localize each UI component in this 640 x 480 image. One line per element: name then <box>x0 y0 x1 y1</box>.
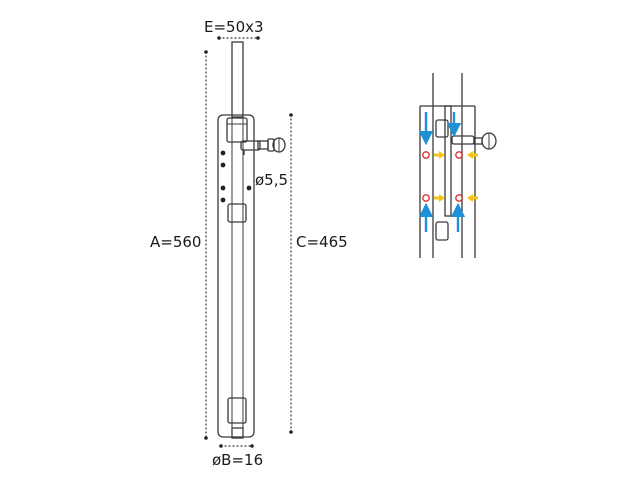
dimension-c-label: C=465 <box>296 233 348 251</box>
dimension-a: A=560 <box>150 50 208 440</box>
top-guide-block <box>226 117 248 143</box>
screw-point <box>422 151 430 159</box>
screw-point <box>455 151 463 159</box>
hole-diameter-label: ø5,5 <box>255 171 288 189</box>
dimension-b-label: øB=16 <box>212 451 263 469</box>
dimension-e: E=50x3 <box>204 18 264 40</box>
knob-handle <box>240 137 286 155</box>
dimension-b: øB=16 <box>212 444 263 469</box>
main-view: E=50x3 A=560 C=465 <box>150 18 348 469</box>
middle-guide-block <box>227 203 247 223</box>
screw-point <box>455 194 463 202</box>
screw-holes <box>220 150 252 203</box>
bottom-guide-block <box>227 397 247 424</box>
screw-point <box>422 194 430 202</box>
upper-rod <box>231 41 244 118</box>
bolt-plate <box>217 114 255 438</box>
bottom-rod-tip <box>231 427 244 439</box>
dimension-a-label: A=560 <box>150 233 201 251</box>
dimension-c: C=465 <box>289 113 348 434</box>
installation-detail <box>418 73 497 258</box>
yellow-arrows <box>434 151 478 202</box>
dimension-e-label: E=50x3 <box>204 18 264 36</box>
